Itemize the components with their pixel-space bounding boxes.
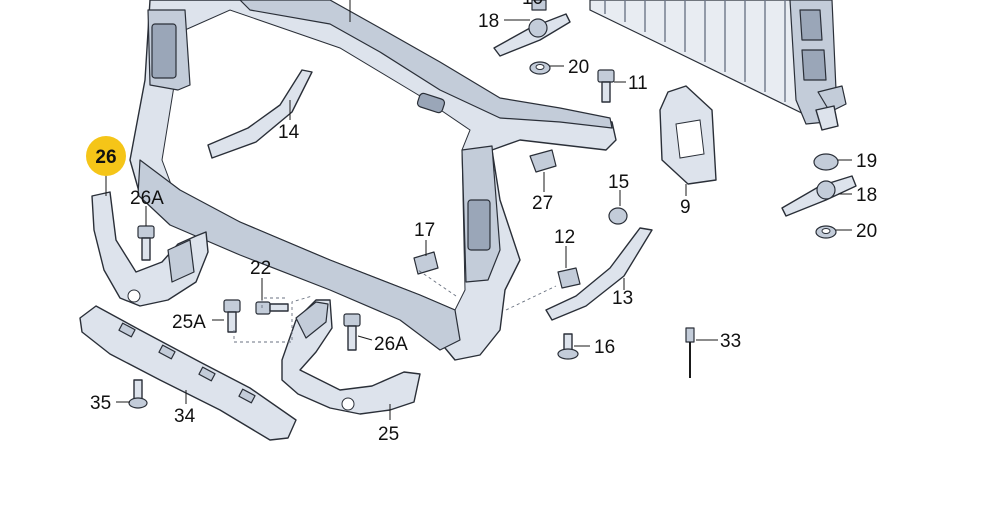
callout-26-highlight: [86, 136, 126, 176]
part-11-bolt: [597, 69, 615, 103]
part-20-nut-right: [815, 225, 837, 239]
callout-25a: 25A: [172, 312, 206, 333]
callout-13: 13: [612, 288, 633, 309]
leader-lines: [105, 0, 852, 420]
radiator: [589, 0, 847, 131]
callout-20-top: 20: [568, 57, 589, 78]
callout-26a-left: 26A: [130, 188, 164, 209]
part-14-strut: [207, 69, 313, 159]
part-9-seal-plate: [659, 85, 717, 185]
callout-18-right: 18: [856, 185, 877, 206]
callout-19: 19: [856, 151, 877, 172]
lock-carrier-frame: [129, 0, 617, 361]
part-12-clip-nut: [557, 267, 581, 289]
part-34-rail: [79, 305, 297, 441]
part-16-bolt: [557, 333, 579, 360]
callout-26: 26: [95, 147, 116, 168]
part-26a-bolt-right: [343, 313, 361, 351]
callout-25: 25: [378, 424, 399, 445]
part-18-bracket-top: [493, 0, 571, 57]
part-25a-bolt: [223, 299, 241, 333]
callout-22: 22: [250, 258, 271, 279]
callout-27: 27: [532, 193, 553, 214]
part-33-rivet: [685, 327, 695, 378]
part-26a-bolt-left: [137, 225, 155, 261]
callout-26a-right: 26A: [374, 334, 408, 355]
callout-10-partial: 10: [522, 0, 543, 9]
part-27-clip: [529, 149, 557, 173]
part-25-bracket: [281, 299, 421, 415]
callout-17: 17: [414, 220, 435, 241]
callout-20-right: 20: [856, 221, 877, 242]
part-18-bracket-right: [781, 175, 857, 217]
callout-9: 9: [680, 197, 691, 218]
callout-35: 35: [90, 393, 111, 414]
callout-11: 11: [628, 73, 648, 94]
callout-12: 12: [554, 227, 575, 248]
callout-14: 14: [278, 122, 300, 143]
alignment-lines: [233, 269, 557, 343]
callout-15: 15: [608, 172, 629, 193]
part-19-bushing: [813, 153, 839, 171]
part-26-bracket: [91, 191, 209, 307]
callout-33: 33: [720, 331, 741, 352]
part-22-bolt: [255, 301, 289, 315]
callout-18-top: 18: [478, 11, 499, 32]
callout-16: 16: [594, 337, 615, 358]
callout-labels: 26 26A 10 18 20 11 14 27 9 15 19 18 20 1…: [90, 0, 877, 445]
part-15-grommet: [608, 207, 628, 225]
callout-34: 34: [174, 406, 196, 427]
part-13-strut: [545, 227, 653, 321]
part-35-bolt: [128, 379, 148, 409]
part-20-nut-top: [529, 61, 551, 75]
part-17-clip-nut: [413, 251, 439, 275]
